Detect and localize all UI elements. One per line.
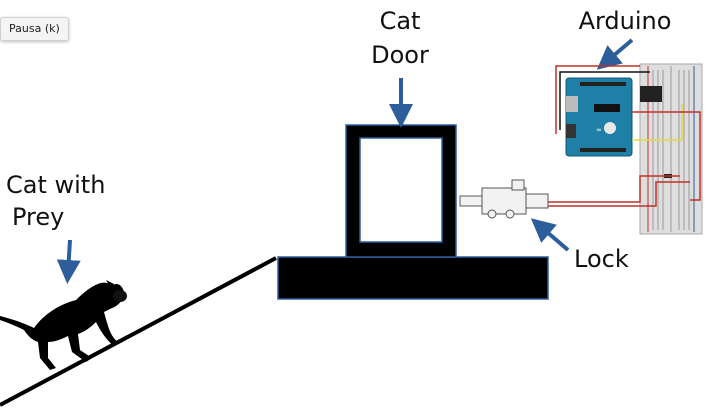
- wires-icon: [548, 65, 701, 207]
- cat-with-prey-icon: [0, 280, 127, 370]
- lock-arrow: [530, 218, 570, 252]
- cat-with-prey-label-line1: Cat with: [6, 171, 106, 199]
- cat-door-label-line2: Door: [371, 41, 429, 69]
- solenoid-lock-icon: [459, 179, 549, 219]
- arduino-label: Arduino: [578, 7, 672, 35]
- arduino-arrow: [596, 38, 634, 70]
- cat-door-window: [359, 137, 443, 243]
- cat-with-prey-label-line2: Prey: [12, 203, 65, 231]
- door-platform: [277, 256, 549, 300]
- cat-door-label-line1: Cat: [379, 7, 421, 35]
- ramp-line: [0, 256, 277, 407]
- cat-arrow: [56, 239, 81, 284]
- lock-label: Lock: [574, 245, 629, 273]
- pause-tooltip: Pausa (k): [0, 17, 69, 41]
- breadboard-icon: [639, 63, 703, 235]
- svg-text:∞: ∞: [596, 126, 602, 134]
- arduino-board-icon: ∞: [565, 77, 633, 157]
